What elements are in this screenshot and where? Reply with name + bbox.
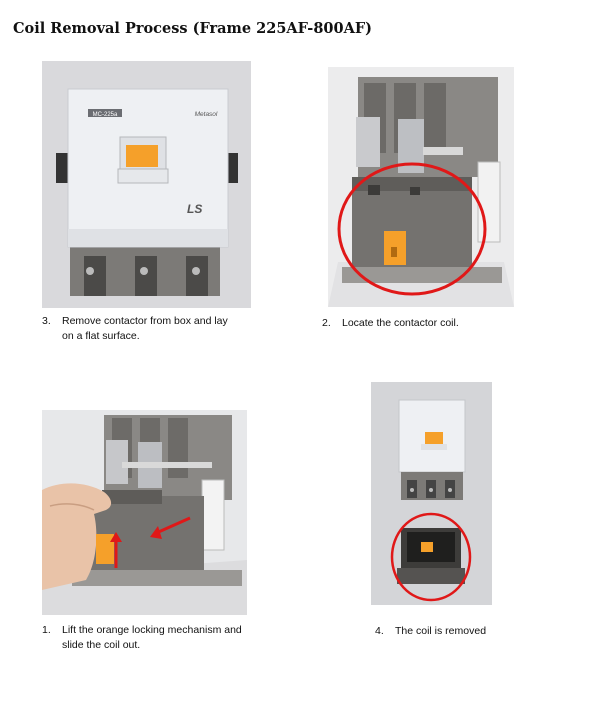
- step-number: 1.: [42, 624, 51, 636]
- step-number: 2.: [322, 317, 331, 329]
- caption-step-4: 4. The coil is removed: [375, 624, 575, 639]
- photo-coil-removed: [371, 382, 492, 605]
- step-text-line2: slide the coil out.: [62, 639, 141, 651]
- brand-label: Metasol: [195, 111, 218, 118]
- step-text-line1: The coil is removed: [395, 625, 487, 637]
- step-text-line1: Locate the contactor coil.: [342, 317, 459, 329]
- step-text-line1: Lift the orange locking mechanism and: [62, 624, 242, 636]
- ls-logo: LS: [187, 202, 202, 216]
- caption-step-3: 3. Remove contactor from box and lay on a…: [42, 314, 272, 344]
- caption-step-2: 2. Locate the contactor coil.: [322, 316, 552, 331]
- photo-contactor-front: MC-225a Metasol LS: [42, 61, 251, 308]
- step-number: 4.: [375, 625, 384, 637]
- page-title: Coil Removal Process (Frame 225AF-800AF): [13, 20, 372, 37]
- photo-contactor-coil-located: [328, 67, 514, 307]
- photo-lift-lock: [42, 410, 247, 615]
- model-label: MC-225a: [93, 112, 118, 118]
- step-number: 3.: [42, 315, 51, 327]
- caption-step-1: 1.Lift the orange locking mechanism and …: [42, 623, 282, 653]
- step-text-line2: on a flat surface.: [62, 330, 140, 342]
- step-text-line1: Remove contactor from box and lay: [62, 315, 228, 327]
